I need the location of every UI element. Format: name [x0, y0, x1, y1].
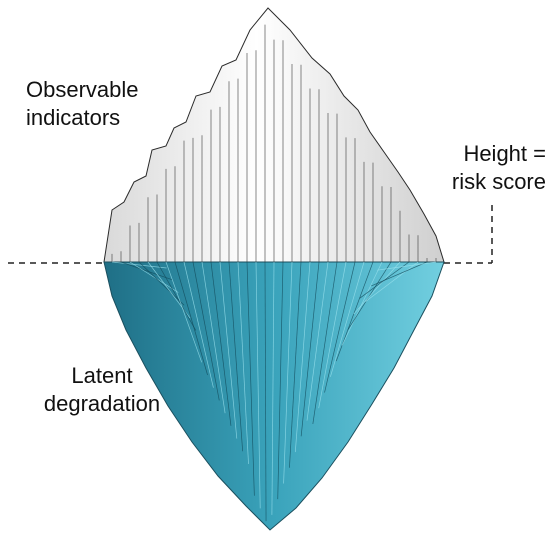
submerged-facet: [255, 261, 261, 509]
submerged-facet: [377, 261, 437, 271]
height-line-2: risk score: [451, 169, 546, 194]
submerged-facet: [129, 261, 179, 293]
submerged-facet: [277, 261, 284, 500]
observable-indicators-label: Observable indicators: [26, 76, 139, 132]
submerged-facet: [111, 261, 167, 269]
submerged-facet: [330, 261, 365, 377]
submerged-facet: [192, 261, 220, 401]
submerged-facet: [300, 261, 320, 437]
iceberg-tip-facets: [111, 24, 437, 262]
submerged-facet: [156, 261, 197, 331]
latent-line-1: Latent: [71, 363, 133, 388]
submerged-facet: [165, 261, 203, 363]
submerged-facet: [294, 261, 311, 453]
latent-line-2: degradation: [43, 391, 161, 416]
iceberg-submerged-facets: [111, 261, 437, 522]
submerged-facet: [271, 261, 275, 515]
submerged-facet: [371, 261, 428, 287]
submerged-facet: [341, 261, 383, 346]
submerged-facet: [365, 261, 419, 302]
submerged-facet: [174, 261, 208, 376]
submerged-facet: [138, 261, 185, 306]
submerged-facet: [246, 261, 255, 496]
latent-degradation-label: Latent degradation: [22, 362, 182, 418]
submerged-facet: [312, 261, 338, 424]
submerged-facet: [201, 261, 226, 414]
submerged-facet: [283, 261, 293, 484]
submerged-facet: [210, 261, 232, 426]
submerged-facet: [237, 261, 249, 464]
observable-line-2: indicators: [26, 105, 121, 130]
submerged-facet: [306, 261, 329, 421]
height-risk-score-label: Height = risk score: [428, 140, 546, 196]
submerged-facet: [228, 261, 243, 452]
submerged-facet: [289, 261, 302, 468]
submerged-facet: [264, 261, 267, 522]
submerged-facet: [120, 261, 173, 281]
height-line-1: Height =: [463, 141, 546, 166]
submerged-facet: [353, 261, 401, 315]
submerged-facet: [219, 261, 238, 439]
submerged-facet: [318, 261, 347, 409]
submerged-facet: [324, 261, 356, 393]
submerged-facet: [183, 261, 214, 388]
iceberg-submerged: [103, 261, 445, 531]
observable-line-1: Observable: [26, 77, 139, 102]
